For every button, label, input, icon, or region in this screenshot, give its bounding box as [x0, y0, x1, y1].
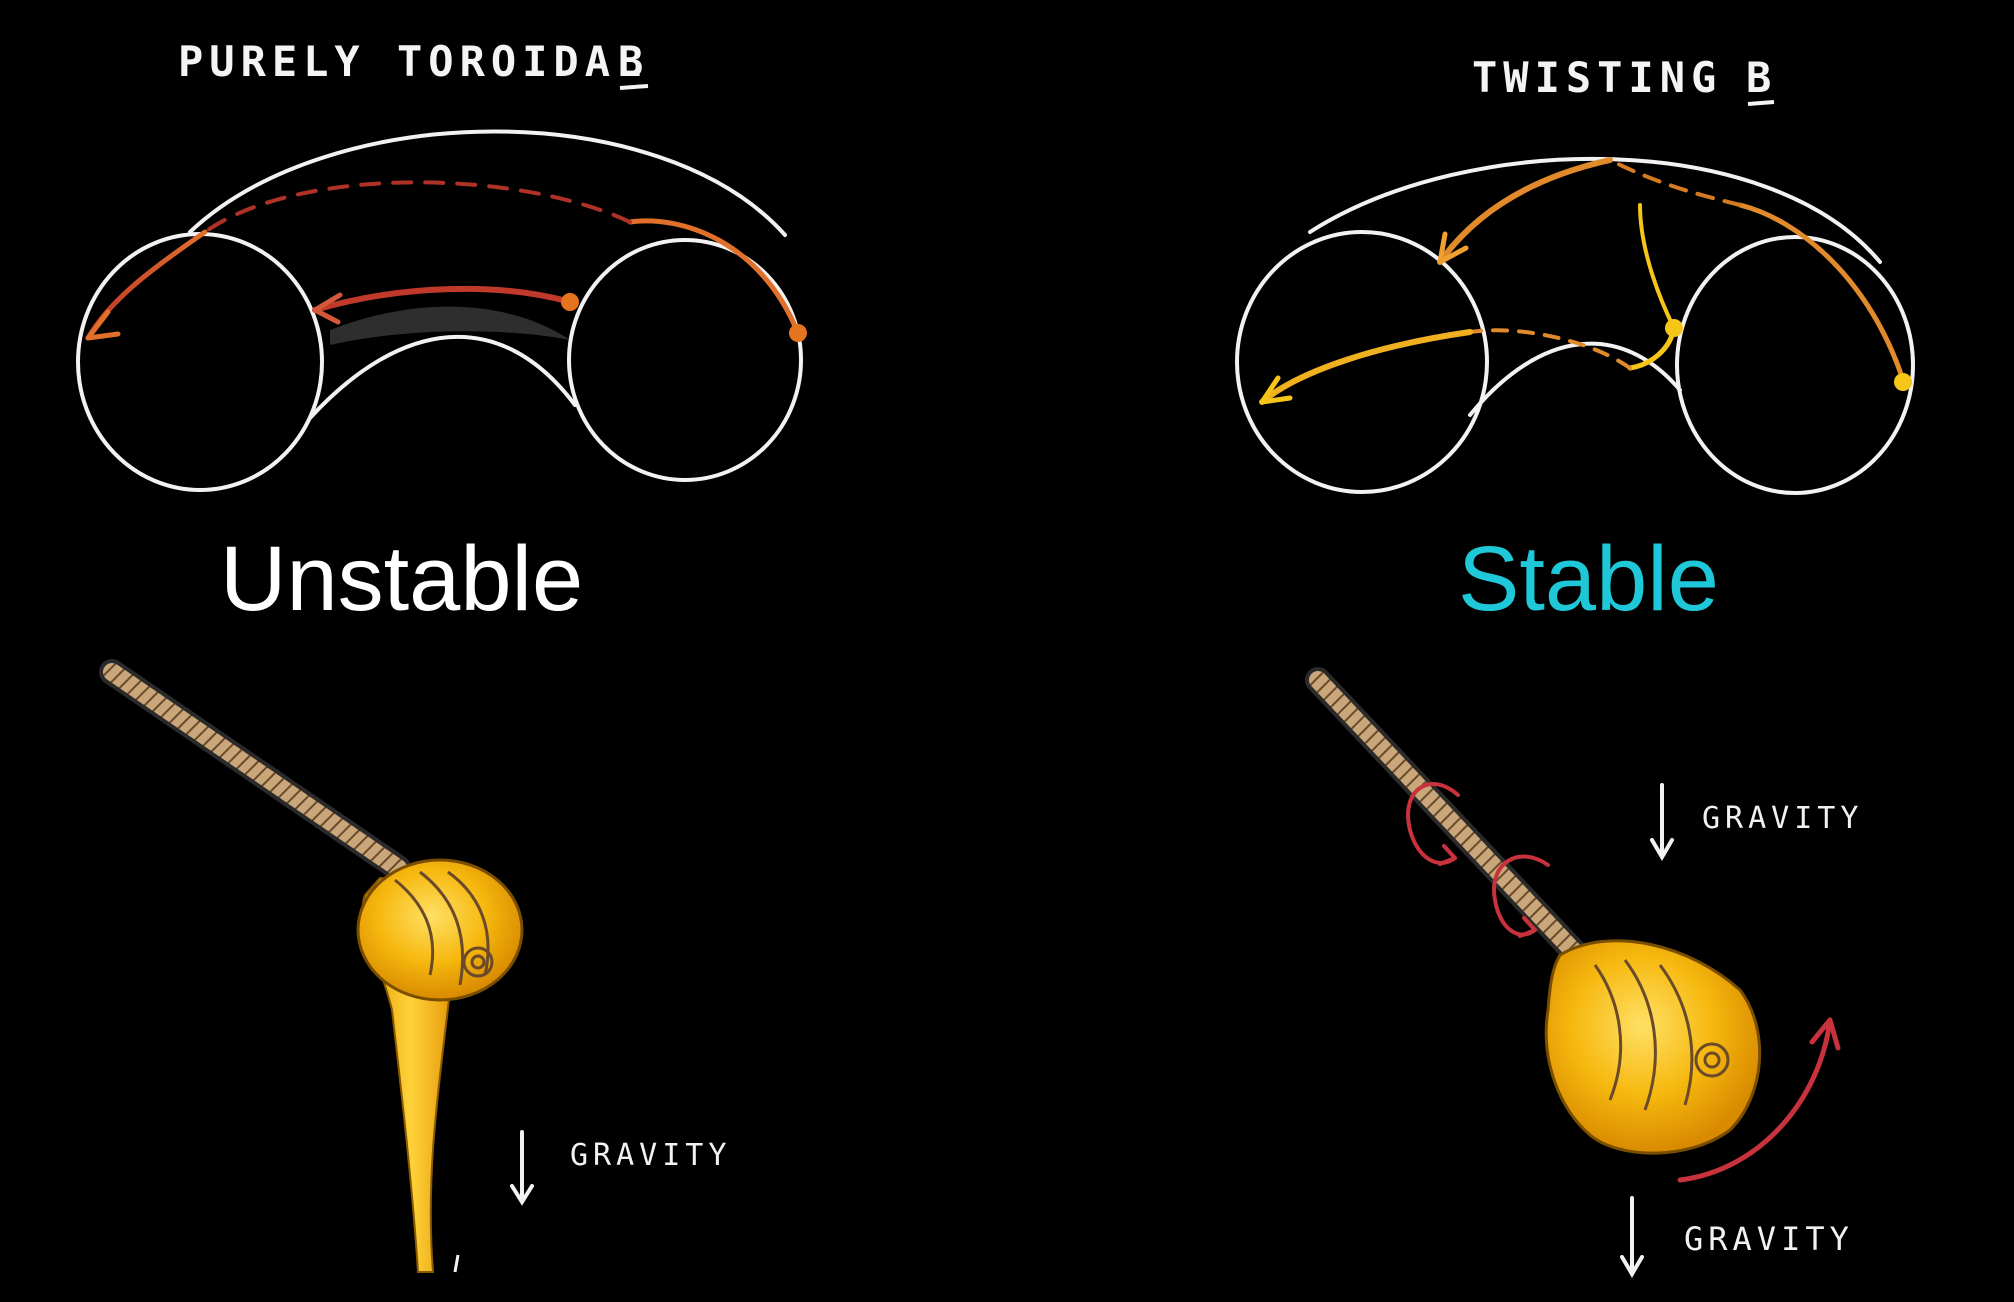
arrow-head-icon [1809, 1017, 1841, 1051]
right-field-lines [1259, 157, 1906, 405]
arrow-head-icon [1518, 916, 1537, 938]
torus-inner-arc [308, 334, 577, 420]
dipper-grooves [1593, 959, 1730, 1111]
arrow-head-icon [312, 292, 343, 325]
right-torus [1235, 156, 1915, 495]
right-gravity-label-upper: GRAVITY [1702, 801, 1863, 836]
arrow-head-icon [85, 309, 121, 341]
drip-tail-mark [453, 1254, 460, 1273]
dipper-grooves [394, 870, 494, 986]
right-title-symbol: B [1746, 53, 1777, 102]
field-line-outer-back [1608, 158, 1742, 207]
left-title: PURELY TOROIDAL [178, 37, 647, 86]
field-line-outer-back [203, 180, 632, 234]
twist-arrows [1406, 782, 1550, 938]
torus-left-cross-section [76, 232, 324, 492]
field-line-inner-back [1468, 328, 1632, 370]
vector-underline [619, 84, 649, 90]
field-line-inner-exit [1259, 329, 1473, 405]
right-verdict: Stable [1458, 528, 1719, 630]
torus-hole-shading [330, 306, 570, 345]
torus-outer-arc [188, 129, 787, 237]
field-line-origin-dot [789, 324, 807, 342]
arrow-head-icon [1650, 838, 1674, 861]
left-title-symbol: B [618, 37, 649, 86]
left-gravity-indicator [510, 1130, 534, 1206]
dipper-stick [103, 663, 407, 877]
arrow-head-icon [1259, 375, 1293, 405]
torus-left-cross-section [1235, 230, 1489, 494]
right-gravity-indicator-lower [1620, 1196, 1644, 1278]
arrow-head-icon [1620, 1255, 1644, 1278]
field-line-outer-front [1737, 202, 1906, 383]
left-panel: PURELY TOROIDAL B Unstable [76, 37, 807, 1273]
field-line-origin-dot [1665, 319, 1683, 337]
field-line-origin-dot [561, 293, 579, 311]
dipper-head [356, 858, 524, 1002]
left-gravity-label: GRAVITY [570, 1138, 731, 1173]
right-panel: TWISTING B Stable [1235, 53, 1915, 1278]
arrow-head-icon [510, 1184, 534, 1206]
rotation-arrow-icon [1677, 1017, 1833, 1183]
left-verdict: Unstable [220, 528, 583, 630]
rotation-arrow-icon [1492, 854, 1550, 937]
torus-right-cross-section [567, 238, 803, 482]
arrow-head-icon [1437, 231, 1469, 265]
left-torus [76, 129, 803, 492]
right-title: TWISTING [1472, 53, 1722, 102]
rotation-arrow-icon [1406, 782, 1460, 865]
field-line-origin-dot [1894, 373, 1912, 391]
torus-inner-arc [1468, 341, 1682, 417]
field-line-twist-upper [1437, 157, 1613, 265]
right-gravity-label-lower: GRAVITY [1684, 1220, 1854, 1258]
left-honey-dipper [99, 659, 524, 1273]
right-honey-dipper [1305, 667, 1841, 1183]
torus-outer-arc [1308, 156, 1882, 264]
dipper-head [1544, 939, 1762, 1155]
vector-underline [1747, 100, 1775, 106]
torus-right-cross-section [1675, 235, 1915, 495]
field-line-outer-front [627, 218, 801, 336]
dipper-stick [1309, 671, 1589, 967]
field-line-inner-rise [1638, 203, 1676, 330]
right-gravity-indicator-upper [1650, 783, 1674, 861]
left-field-lines [85, 180, 801, 341]
arrow-head-icon [1438, 844, 1457, 866]
field-line-inner [312, 285, 573, 313]
